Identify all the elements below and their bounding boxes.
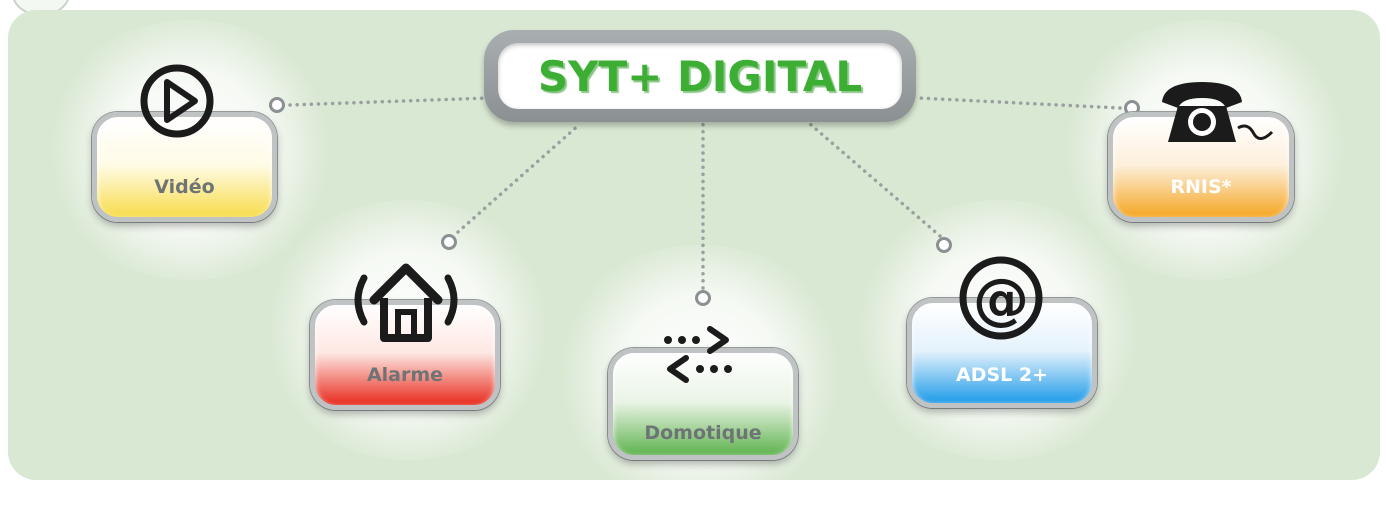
arrows-exchange-icon (660, 324, 750, 390)
hub-title: SYT+ DIGITAL (537, 51, 863, 101)
at-sign-icon: @ (953, 254, 1049, 346)
adsl-box (907, 298, 1097, 408)
adsl-label: ADSL 2+ (955, 364, 1049, 386)
connector-rnis (916, 96, 1122, 110)
port-adsl (936, 237, 952, 253)
video-label: Vidéo (154, 176, 215, 198)
port-domotique (695, 290, 711, 306)
node-domotique: Domotique (608, 298, 798, 460)
node-video: Vidéo (92, 62, 277, 222)
svg-text:@: @ (973, 267, 1029, 332)
telephone-icon (1156, 76, 1280, 152)
node-rnis: RNIS* (1108, 62, 1294, 222)
domotique-box (608, 348, 798, 460)
node-adsl: @ ADSL 2+ (907, 248, 1097, 408)
node-alarme: Alarme (310, 250, 500, 410)
hub-inner: SYT+ DIGITAL (498, 43, 902, 109)
house-alarm-icon (346, 256, 466, 348)
port-alarme (441, 234, 457, 250)
connector-video (288, 96, 490, 107)
connector-adsl (808, 122, 942, 238)
hub-box: SYT+ DIGITAL (484, 30, 916, 122)
port-video (269, 97, 285, 113)
domotique-label: Domotique (644, 422, 762, 444)
alarme-label: Alarme (366, 364, 444, 386)
rnis-label: RNIS* (1170, 176, 1232, 198)
play-icon (133, 62, 237, 144)
connector-alarme (456, 122, 582, 234)
alarme-box (310, 300, 500, 410)
